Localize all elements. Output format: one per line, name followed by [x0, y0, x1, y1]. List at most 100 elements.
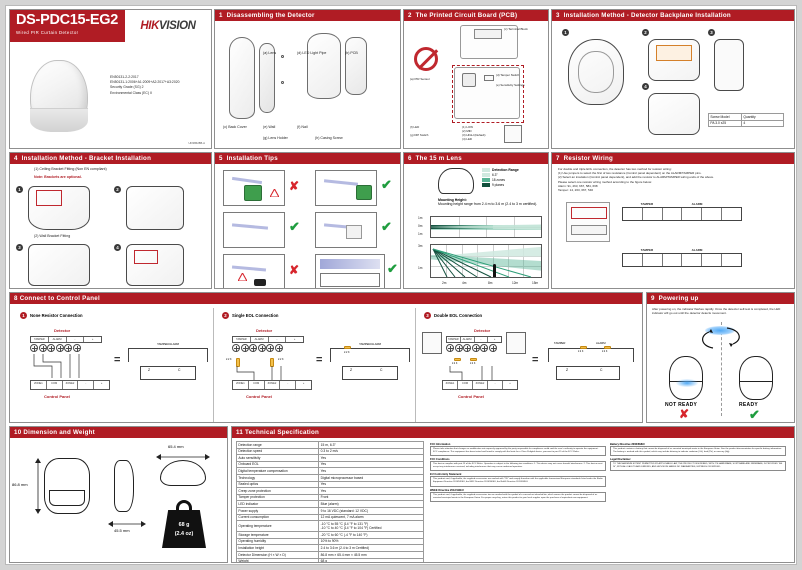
section-7-number: 7 — [556, 155, 560, 162]
section-8-connect: 8 Connect to Control Panel 1 None Resist… — [9, 292, 643, 423]
weight-grams: 68 g — [178, 522, 190, 528]
side-view-ytick-1: 1m — [418, 266, 423, 270]
regulatory-body: Please take attention that changes or mo… — [430, 446, 606, 457]
eq-1-z: Z — [148, 368, 151, 372]
wiring-2-wires — [236, 366, 282, 380]
section-3-number: 3 — [556, 12, 560, 19]
spec-key: Storage temperature — [235, 531, 320, 539]
section-9-header: 9 Powering up — [647, 293, 794, 304]
resistor-term-labels-2: TAMPER ALARM — [622, 248, 742, 252]
title-block: DS-PDC15-EG2 Wired PIR Curtain Detector … — [9, 9, 212, 149]
side-view-upper-fan — [431, 246, 541, 257]
obstacle-box-4 — [346, 225, 362, 239]
label-dip-switch: (g) DIP Switch — [410, 133, 429, 137]
spec-value: Yes — [318, 480, 424, 489]
wiring-2-panel-plus: + — [302, 381, 305, 385]
section-8-number: 8 — [14, 295, 18, 302]
legend-label-2: 9 planes — [492, 183, 505, 187]
section-7-body: For double and triple EOL connection, th… — [552, 164, 794, 288]
spec-value: Yes — [318, 460, 424, 469]
spec-value: Yes — [318, 454, 424, 462]
resistor-ref-1: Tamper: 14, 263, 667, 546 — [558, 188, 594, 193]
xtick-2: 8m — [488, 281, 493, 285]
screw-terminal — [488, 344, 497, 352]
wiring-3-term-minus: - — [475, 337, 489, 342]
led-on-indicator — [676, 379, 698, 387]
wiring-3-detector-terms: TAMPER ALARM - + — [446, 336, 502, 343]
bracket-note: Note: Brackets are optional. — [34, 175, 82, 179]
eq-3-res-label-2: 2.2 K — [602, 351, 608, 353]
resistor-intro: For double and triple EOL connection, th… — [558, 167, 672, 171]
part-lens — [307, 33, 341, 99]
wiring-2-heading: 2 Single EOL Connection — [222, 312, 415, 319]
wiring-1-wires — [33, 354, 80, 378]
top-view-ytick-0: 1m — [418, 216, 423, 220]
resistor-pcb-closeup — [566, 202, 610, 242]
label-nail: (f) Nail — [297, 125, 308, 129]
wiring-1-panel-zone1: ZONE1 — [31, 381, 47, 389]
screw-terminal — [471, 344, 480, 352]
wiring-1-equivalent: TAMPER/ALARM Z C — [128, 340, 208, 384]
legend-title-row: Detection Range — [482, 168, 519, 172]
eq-3-res-label-1: 2.2 K — [578, 351, 584, 353]
screw-terminal — [47, 344, 55, 352]
wiring-diagram-3: 3 Double EOL Connection Detector TAMPER … — [418, 308, 640, 422]
section-5-tips: 5 Installation Tips ✘ ✔ ✔ — [214, 152, 401, 289]
resistor-term-alarm-1: ALARM — [691, 202, 703, 206]
resistor-term-block-1 — [622, 207, 742, 221]
wiring-3-panel-com: COM — [458, 381, 473, 389]
eq-2-loop — [330, 348, 410, 362]
regulatory-body: TO THE MAXIMUM EXTENT PERMITTED BY APPLI… — [610, 461, 786, 472]
weight-icon: 68 g (2.4 oz) — [162, 500, 206, 548]
cert-line-2: Security Grade (SG) 2 — [110, 85, 144, 90]
dim-side-view — [114, 460, 134, 512]
eq-2-res-label: 2.2 K — [344, 351, 350, 354]
section-3-title: Installation Method - Detector Backplane… — [563, 12, 731, 19]
wiring-3-panel-minus: - — [488, 381, 503, 389]
spec-key: Power supply — [235, 506, 320, 515]
regulatory-body: This product and, if applicable, the sup… — [430, 476, 606, 487]
chart-top-view — [430, 216, 542, 238]
top-view-beam-spread — [431, 224, 541, 230]
spec-key: Technology — [235, 473, 320, 482]
screw-table-row: PA 3.0 x25 4 — [708, 119, 784, 128]
regulatory-body: This product and, if applicable, the sup… — [430, 491, 606, 502]
backplane-inner-1 — [578, 51, 614, 93]
legend-title: Detection Range — [492, 168, 519, 172]
certification-list: EN50131-2-2:2017 EN50131-1:2006+A1:2009+… — [110, 75, 179, 96]
ceiling-bracket-fig-1 — [28, 186, 90, 230]
legend-swatch-title — [482, 168, 490, 172]
tip-mark-5: ✘ — [289, 263, 300, 277]
spec-row: Operating temperature-10 °C to 55 °C (14… — [235, 520, 424, 533]
dim-height-label: 86.8 mm — [12, 482, 28, 487]
screw-table-header-qty: Quantity — [741, 113, 784, 121]
section-7-resistor-wiring: 7 Resistor Wiring For double and triple … — [551, 152, 795, 289]
wiring-2-detector-block: TAMPER ALARM - + — [232, 336, 304, 352]
wiring-3-number: 3 — [424, 312, 431, 319]
spec-key: Weight — [235, 557, 320, 562]
section-3-header: 3 Installation Method - Detector Backpla… — [552, 10, 794, 21]
section-7-title: Resistor Wiring — [563, 155, 614, 162]
dim-top-view — [160, 460, 206, 486]
model-banner: DS-PDC15-EG2 Wired PIR Curtain Detector — [10, 10, 125, 42]
section-5-header: 5 Installation Tips — [215, 153, 400, 164]
bracket-sub-2: (2) Wall Bracket Fitting — [34, 234, 71, 238]
wiring-3-resistor-1 — [454, 358, 461, 361]
section-8-header: 8 Connect to Control Panel — [10, 293, 642, 304]
section-5-number: 5 — [219, 155, 223, 162]
eq-3-c: C — [600, 368, 603, 372]
section-6-body: Detection Range 6.3° 18 zones 9 planes M… — [404, 164, 548, 288]
xtick-1: 4m — [462, 281, 467, 285]
wiring-3-panel-label: Control Panel — [458, 394, 485, 399]
jumper-area-highlight — [571, 207, 607, 219]
screw-terminal — [232, 344, 240, 352]
screw-mark-2 — [281, 81, 284, 84]
ceiling-bracket-fig-2 — [126, 186, 184, 230]
wiring-3-panel-plus: + — [509, 381, 511, 385]
